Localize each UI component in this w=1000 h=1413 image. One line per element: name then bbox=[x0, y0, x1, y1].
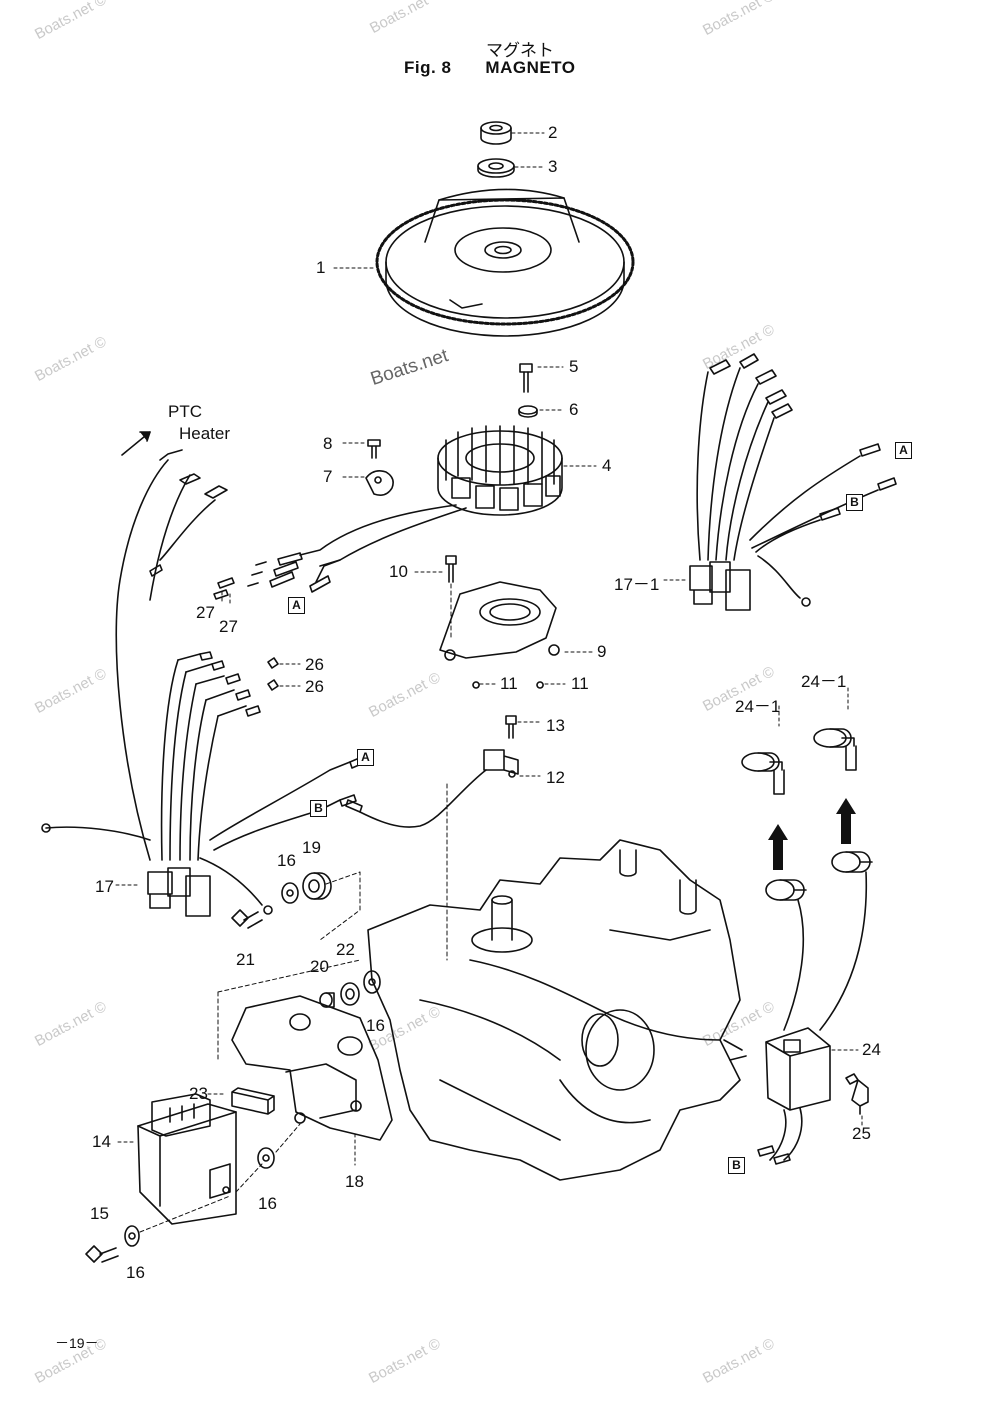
callout-19: 19 bbox=[302, 838, 321, 857]
callout-15: 15 bbox=[90, 1204, 109, 1223]
bolt-part-10 bbox=[445, 555, 457, 583]
japanese-title: マグネト bbox=[486, 41, 554, 60]
connectors-part-27 bbox=[213, 552, 303, 600]
callout-24-1: 24－1 bbox=[735, 697, 781, 716]
callout-21: 21 bbox=[236, 950, 255, 969]
page-number: －19－ bbox=[55, 1335, 99, 1351]
callout-18: 18 bbox=[345, 1172, 364, 1191]
callout-17-1: 17－1 bbox=[614, 575, 660, 594]
plug-cap-part-24-1 bbox=[813, 728, 857, 771]
callout-2: 2 bbox=[548, 123, 558, 142]
wiring-harness-part-17-1 bbox=[689, 353, 897, 611]
callout-16: 16 bbox=[126, 1263, 145, 1282]
callout-26: 26 bbox=[305, 677, 324, 696]
plug-cap-part-24-1 bbox=[741, 752, 785, 795]
bolt-part-25 bbox=[845, 1073, 869, 1115]
callout-11: 11 bbox=[500, 674, 518, 693]
washer-part-16 bbox=[124, 1225, 140, 1247]
clamp-part-7 bbox=[365, 470, 394, 496]
washer-part-16 bbox=[281, 882, 299, 904]
flywheel-part-1 bbox=[375, 188, 635, 337]
callout-24-1: 24－1 bbox=[801, 672, 847, 691]
box-label-b: B bbox=[846, 494, 863, 511]
callout-24: 24 bbox=[862, 1040, 881, 1059]
figure-name: MAGNETO bbox=[485, 58, 576, 77]
callout-8: 8 bbox=[323, 434, 333, 453]
screw-part-8 bbox=[367, 439, 381, 459]
callout-4: 4 bbox=[602, 456, 612, 475]
ptc-heater-arrow bbox=[121, 431, 151, 456]
pulser-coil-base-part-9 bbox=[439, 581, 560, 661]
box-label-b: B bbox=[310, 800, 327, 817]
bolt-part-21 bbox=[231, 909, 263, 929]
box-label-a: A bbox=[288, 597, 305, 614]
engine-block bbox=[367, 839, 747, 1181]
callout-16: 16 bbox=[277, 851, 296, 870]
ptc-label: PTC bbox=[168, 402, 202, 421]
callout-11: 11 bbox=[571, 674, 589, 693]
callout-25: 25 bbox=[852, 1124, 871, 1143]
callout-16: 16 bbox=[366, 1016, 385, 1035]
callout-7: 7 bbox=[323, 467, 333, 486]
callout-3: 3 bbox=[548, 157, 558, 176]
callout-12: 12 bbox=[546, 768, 565, 787]
callout-5: 5 bbox=[569, 357, 579, 376]
callout-14: 14 bbox=[92, 1132, 111, 1151]
bracket-part-18 bbox=[231, 995, 393, 1141]
box-label-a: A bbox=[357, 749, 374, 766]
callout-26: 26 bbox=[305, 655, 324, 674]
callout-22: 22 bbox=[336, 940, 355, 959]
pulser-coil-part-12 bbox=[483, 749, 519, 778]
damper-part-23 bbox=[231, 1087, 275, 1115]
washer-part-16 bbox=[257, 1147, 275, 1169]
callout-27: 27 bbox=[196, 603, 215, 622]
callout-27: 27 bbox=[219, 617, 238, 636]
screw-part-5 bbox=[519, 363, 533, 393]
washer-part-6 bbox=[518, 405, 538, 418]
cdi-unit-part-14 bbox=[137, 1093, 237, 1225]
arrow-up-icon bbox=[768, 824, 788, 870]
collar-part-20 bbox=[319, 992, 335, 1008]
bolt-part-15 bbox=[85, 1245, 119, 1263]
callout-20: 20 bbox=[310, 957, 329, 976]
stator-part-4 bbox=[437, 425, 563, 516]
arrow-up-icon bbox=[836, 798, 856, 844]
callout-23: 23 bbox=[189, 1084, 208, 1103]
callout-13: 13 bbox=[546, 716, 565, 735]
callout-16: 16 bbox=[258, 1194, 277, 1213]
callout-6: 6 bbox=[569, 400, 579, 419]
washer-part-3 bbox=[477, 158, 515, 178]
grommet-part-19 bbox=[302, 872, 332, 900]
screw-part-13 bbox=[505, 715, 517, 739]
figure-title: Fig. 8 MAGNETO bbox=[404, 58, 575, 78]
ignition-coil-part-24 bbox=[757, 851, 873, 1165]
box-label-b: B bbox=[728, 1157, 745, 1174]
figure-number: Fig. 8 bbox=[404, 58, 452, 77]
heater-label: Heater bbox=[179, 424, 231, 443]
grommet-part-22 bbox=[340, 982, 360, 1006]
box-label-a: A bbox=[895, 442, 912, 459]
callout-10: 10 bbox=[389, 562, 408, 581]
ptc-heater-label: PTC Heater bbox=[168, 401, 230, 445]
callout-1: 1 bbox=[316, 258, 326, 277]
callout-17: 17 bbox=[95, 877, 114, 896]
screw-part-26 bbox=[267, 657, 279, 691]
nut-part-2 bbox=[480, 121, 512, 145]
callout-9: 9 bbox=[597, 642, 607, 661]
